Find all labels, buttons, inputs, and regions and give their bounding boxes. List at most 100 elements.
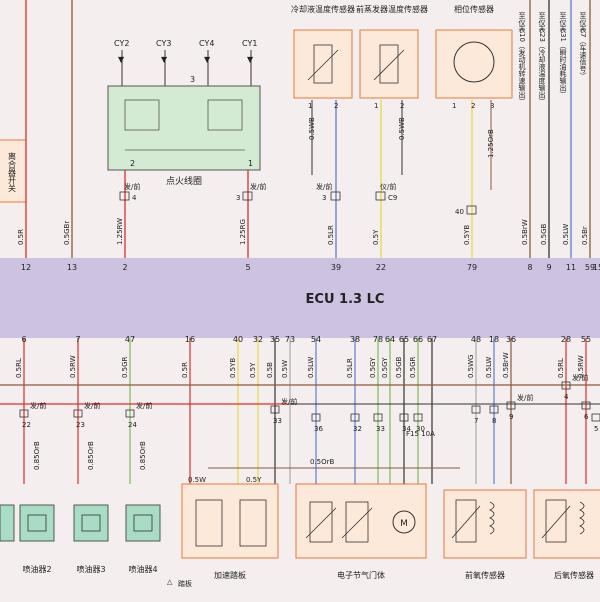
svg-text:仪/前: 仪/前 [380,182,396,191]
throttle-body-label: 电子节气门体 [337,570,385,580]
bottom-pin-num-8: 54 [311,335,321,344]
cy-label-3: CY1 [242,39,257,48]
bottom-pin-num-7: 73 [285,335,295,344]
bottom-connector-pin-0: 22 [22,421,31,429]
top-pin-num-5: 22 [376,263,386,272]
svg-text:1.25OrB: 1.25OrB [487,129,495,158]
svg-text:0.5W: 0.5W [188,476,206,484]
bottom-pin-num-9: 38 [350,335,360,344]
top-pin-wire-5: 0.5Y [372,229,380,245]
svg-text:4: 4 [132,194,137,202]
bottom-pin-num-15: 48 [471,335,481,344]
bottom-pin-wire-10: 0.5GY [369,357,377,378]
cy-label-1: CY3 [156,39,171,48]
coolant-temp-sensor: 冷却液温度传感器 1 2 0.5WB [291,4,355,175]
bottom-connector-12 [561,381,571,390]
bottom-pin-wire-9: 0.5LR [346,358,354,378]
instrument-label-2: 至仪表31（瞬时油耗输出） [559,12,567,98]
bottom-connector-10 [489,405,499,414]
svg-text:C9: C9 [388,194,397,202]
top-pin-wire-7: 0.5BrW [521,219,529,245]
evaporator-temp-sensor: 前蒸发器温度传感器 1 2 0.5WB [356,4,428,175]
bottom-pin-num-4: 40 [233,335,243,344]
injector-wire-0: 0.85OrB [33,441,41,470]
top-pin-wire-3: 1.25RG [239,219,247,245]
phase-label: 相位传感器 [454,4,494,14]
bottom-pin-num-2: 47 [125,335,135,344]
svg-text:3: 3 [322,194,326,202]
svg-text:M: M [400,519,408,529]
rear-o2-label: 后氧传感器 [554,570,594,580]
top-pin-wire-4: 0.5LR [327,225,335,245]
bottom-pin-wire-0: 0.5RL [15,358,23,378]
top-pin-num-1: 13 [67,263,77,272]
svg-text:▼: ▼ [247,55,254,64]
instrument-label-3: 至仪表7（车速信号） [579,12,587,79]
bottom-connector-8 [413,413,423,422]
bottom-connector-pin-7: 34 [402,425,411,433]
bottom-connector-label-3: 发/前 [281,397,297,406]
svg-text:3: 3 [190,75,195,84]
bottom-pin-wire-1: 0.5RW [69,355,77,378]
bottom-pin-wire-7: 0.5W [281,360,289,378]
svg-text:0.5OrB: 0.5OrB [310,458,335,466]
bottom-pin-wire-4: 0.5YB [229,358,237,378]
bottom-connector-pin-3: 33 [273,417,282,425]
bottom-connector-7 [399,413,409,422]
cy-label-2: CY4 [199,39,214,48]
injector3-label: 喷油器3 [76,564,105,574]
svg-text:1: 1 [452,102,456,110]
bottom-pin-wire-8: 0.5LW [307,357,315,378]
bottom-pin-wire-19: 0.5RW [577,355,585,378]
bottom-pin-wire-6: 0.5B [266,362,274,378]
bottom-connector-pin-6: 33 [376,425,385,433]
bottom-connector-11 [506,401,516,410]
bottom-pin-num-1: 7 [75,335,80,344]
injector2-label: 喷油器2 [22,564,51,574]
top-pin-wire-6: 0.5YB [463,225,471,245]
bottom-pin-wire-17: 0.5BrW [502,352,510,378]
bottom-pin-num-6: 35 [270,335,280,344]
svg-text:3: 3 [236,194,240,202]
coolant-label: 冷却液温度传感器 [291,4,355,14]
top-pin-wire-10: 0.5Br [581,226,589,245]
throttle-body: M 电子节气门体 [295,483,427,580]
bottom-connector-4 [311,413,321,422]
svg-text:1: 1 [248,159,253,168]
top-pin-wire-0: 0.5R [17,229,25,245]
svg-text:0.5Y: 0.5Y [246,476,262,484]
clutch-switch-label: 离合器开关 [8,151,17,193]
bottom-pin-num-18: 28 [561,335,571,344]
bottom-connector-label-2: 发/前 [136,401,152,410]
ignition-coil-label: 点火线圈 [166,175,202,187]
bottom-connector-pin-14: 5 [594,425,598,433]
injector-wire-2: 0.85OrB [139,441,147,470]
svg-text:▼: ▼ [118,55,125,64]
svg-text:▼: ▼ [161,55,168,64]
bottom-connector-pin-13: 6 [584,413,589,421]
bottom-pin-wire-12: 0.5GB [395,356,403,378]
bottom-connector-pin-11: 9 [509,413,513,421]
front-o2-sensor: 前氧传感器 [443,489,527,580]
top-pin-num-6: 79 [467,263,477,272]
ignition-coil-box [107,85,261,171]
svg-text:发/前: 发/前 [124,182,140,191]
injectors: 喷油器2 喷油器3 喷油器4 △ 踏板 [0,504,192,588]
svg-text:1: 1 [374,102,378,110]
bottom-pin-num-5: 32 [253,335,263,344]
top-connectors: 发/前 4 发/前 3 发/前 3 仪/前 C9 40 [119,182,477,216]
svg-text:40: 40 [455,208,464,216]
svg-text:发/前: 发/前 [316,182,332,191]
top-pin-num-0: 12 [21,263,31,272]
bottom-connector-pin-8: 30 [416,425,425,433]
bottom-connector-label-12: 发/前 [572,373,588,382]
instrument-label-1: 至仪表23（冷却液温度输出） [538,12,546,105]
rear-o2-sensor: 后氧传感器 [533,489,600,580]
bottom-connector-3 [270,405,280,414]
bottom-pin-num-10: 78 [373,335,383,344]
bottom-connector-label-0: 发/前 [30,401,46,410]
injector4-label: 喷油器4 [128,564,157,574]
bottom-connector-pin-4: 36 [314,425,323,433]
bottom-connector-pin-1: 23 [76,421,85,429]
